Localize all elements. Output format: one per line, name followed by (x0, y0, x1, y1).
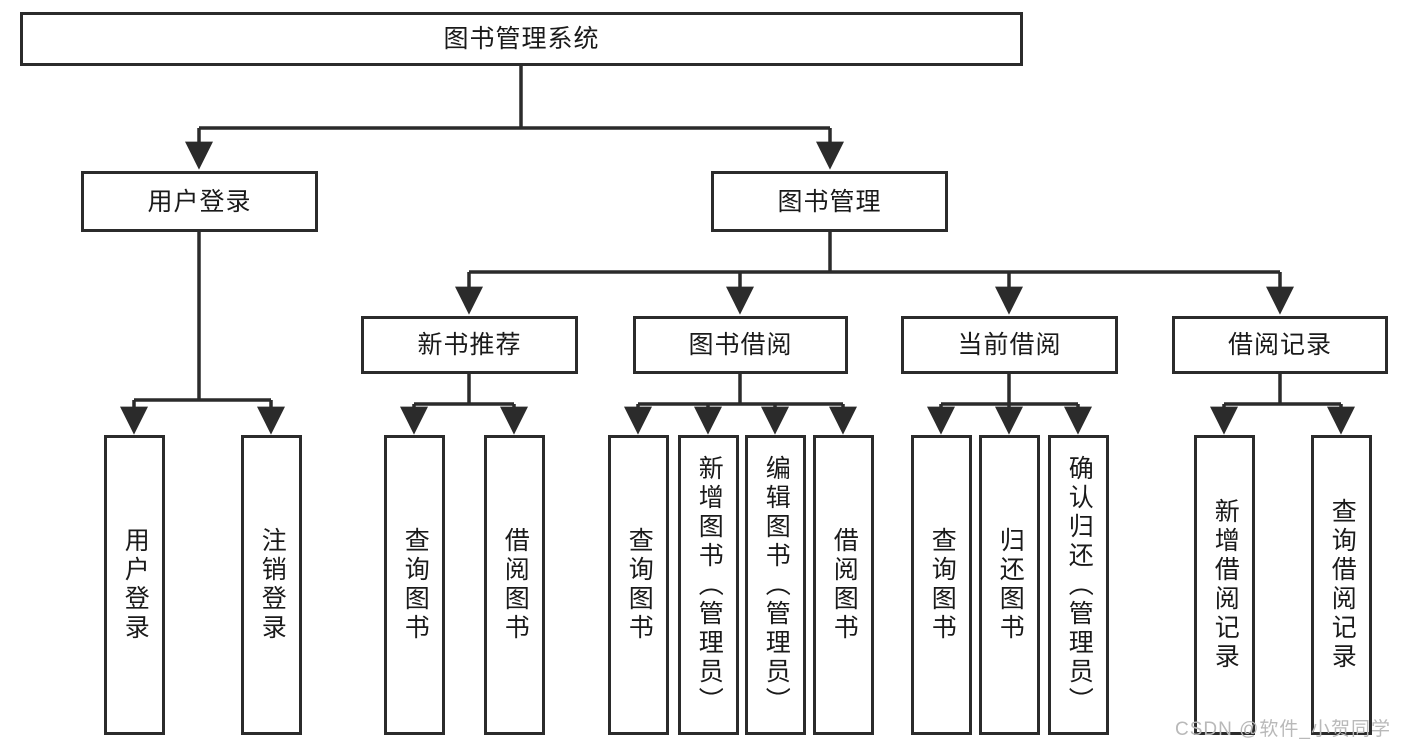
node-label: 查询图书 (928, 527, 957, 643)
node-label: 用户登录 (147, 187, 252, 216)
csdn-watermark: CSDN @软件_小贺同学 (1175, 719, 1391, 740)
node-label: 编辑图书（管理员） (762, 454, 791, 716)
node-label: 借阅图书 (501, 527, 530, 643)
node-leaf-add-book-admin[interactable]: 新增图书（管理员） (678, 435, 739, 735)
node-leaf-borrow-book-recommend[interactable]: 借阅图书 (484, 435, 545, 735)
node-label: 图书管理系统 (443, 25, 600, 53)
node-label: 图书借阅 (688, 331, 793, 359)
node-root-book-management-system[interactable]: 图书管理系统 (20, 12, 1023, 66)
node-leaf-logout[interactable]: 注销登录 (241, 435, 302, 735)
node-leaf-query-book-current[interactable]: 查询图书 (911, 435, 972, 735)
node-leaf-query-borrow-record[interactable]: 查询借阅记录 (1311, 435, 1372, 735)
node-leaf-add-borrow-record[interactable]: 新增借阅记录 (1194, 435, 1255, 735)
node-label: 查询图书 (625, 527, 654, 643)
node-label: 新增图书（管理员） (695, 454, 724, 716)
node-leaf-query-book-recommend[interactable]: 查询图书 (384, 435, 445, 735)
node-label: 新增借阅记录 (1211, 498, 1240, 672)
node-label: 用户登录 (121, 527, 150, 643)
node-new-book-recommend[interactable]: 新书推荐 (361, 316, 578, 374)
node-leaf-user-login[interactable]: 用户登录 (104, 435, 165, 735)
node-label: 查询借阅记录 (1328, 498, 1357, 672)
node-label: 查询图书 (401, 527, 430, 643)
node-leaf-query-book-borrow[interactable]: 查询图书 (608, 435, 669, 735)
node-label: 确认归还（管理员） (1065, 454, 1094, 716)
node-leaf-return-book[interactable]: 归还图书 (979, 435, 1040, 735)
node-borrow-record[interactable]: 借阅记录 (1172, 316, 1388, 374)
node-book-management[interactable]: 图书管理 (711, 171, 948, 232)
node-leaf-borrow-book[interactable]: 借阅图书 (813, 435, 874, 735)
node-label: 注销登录 (258, 527, 287, 643)
node-user-login[interactable]: 用户登录 (81, 171, 318, 232)
node-label: 图书管理 (777, 187, 882, 216)
node-label: 归还图书 (996, 527, 1025, 643)
node-book-borrow[interactable]: 图书借阅 (633, 316, 848, 374)
node-label: 借阅记录 (1227, 331, 1332, 359)
node-leaf-confirm-return-admin[interactable]: 确认归还（管理员） (1048, 435, 1109, 735)
node-leaf-edit-book-admin[interactable]: 编辑图书（管理员） (745, 435, 806, 735)
node-label: 新书推荐 (417, 331, 522, 359)
node-label: 当前借阅 (957, 331, 1062, 359)
node-current-borrow[interactable]: 当前借阅 (901, 316, 1118, 374)
node-label: 借阅图书 (830, 527, 859, 643)
